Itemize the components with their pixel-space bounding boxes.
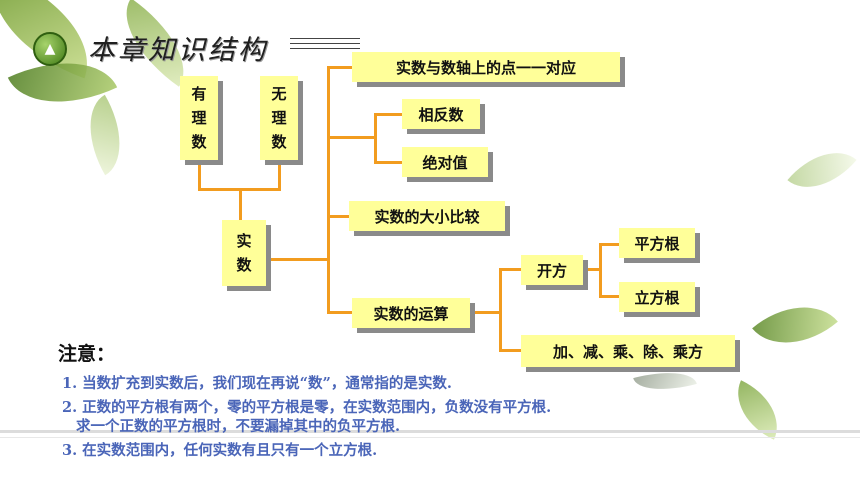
connector bbox=[599, 295, 619, 298]
note-line: 3. 在实数范围内，任何实数有且只有一个立方根. bbox=[62, 442, 378, 459]
title-rule bbox=[290, 43, 360, 44]
title-logo-icon: ▲ bbox=[33, 32, 67, 66]
page-title: 本章知识结构 bbox=[88, 35, 268, 66]
note-line: 1. 当数扩充到实数后，我们现在再说“数”，通常指的是实数. bbox=[62, 375, 452, 392]
node-operations: 实数的运算 bbox=[352, 298, 470, 328]
connector bbox=[327, 136, 377, 139]
connector bbox=[327, 311, 352, 314]
connector bbox=[599, 243, 619, 246]
node-comparison: 实数的大小比较 bbox=[349, 201, 505, 231]
connector bbox=[374, 113, 377, 164]
connector bbox=[327, 215, 349, 218]
note-line: 2. 正数的平方根有两个，零的平方根是零，在实数范围内，负数没有平方根. bbox=[62, 399, 552, 416]
connector bbox=[198, 160, 201, 190]
node-number-line-correspondence: 实数与数轴上的点一一对应 bbox=[352, 52, 620, 82]
notes-heading: 注意： bbox=[58, 343, 116, 365]
floor-line bbox=[0, 430, 860, 433]
title-rule bbox=[290, 38, 360, 39]
node-root-extraction: 开方 bbox=[521, 255, 583, 285]
note-line: 求一个正数的平方根时，不要漏掉其中的负平方根. bbox=[76, 418, 401, 435]
connector bbox=[278, 160, 281, 190]
connector bbox=[266, 258, 328, 261]
leaf-decoration bbox=[752, 283, 838, 367]
connector bbox=[499, 349, 521, 352]
connector bbox=[327, 66, 352, 69]
node-real-number: 实 数 bbox=[222, 220, 266, 286]
title-rule bbox=[290, 48, 360, 49]
leaf-decoration bbox=[70, 94, 140, 176]
connector bbox=[470, 311, 502, 314]
node-cube-root: 立方根 bbox=[619, 282, 695, 312]
leaf-decoration bbox=[787, 134, 857, 206]
node-opposite-number: 相反数 bbox=[402, 99, 480, 129]
connector bbox=[374, 113, 402, 116]
connector bbox=[599, 243, 602, 298]
connector bbox=[239, 188, 242, 220]
notes-list: 1. 当数扩充到实数后，我们现在再说“数”，通常指的是实数. 2. 正数的平方根… bbox=[62, 374, 551, 460]
floor-line bbox=[0, 437, 860, 438]
node-rational-number: 有 理 数 bbox=[180, 76, 218, 160]
connector bbox=[374, 161, 402, 164]
connector bbox=[499, 268, 521, 271]
connector bbox=[583, 268, 601, 271]
connector bbox=[327, 66, 330, 314]
connector bbox=[499, 268, 502, 352]
node-square-root: 平方根 bbox=[619, 228, 695, 258]
node-irrational-number: 无 理 数 bbox=[260, 76, 298, 160]
node-arithmetic: 加、减、乘、除、乘方 bbox=[521, 335, 735, 367]
leaf-decoration bbox=[633, 362, 697, 400]
node-absolute-value: 绝对值 bbox=[402, 147, 488, 177]
